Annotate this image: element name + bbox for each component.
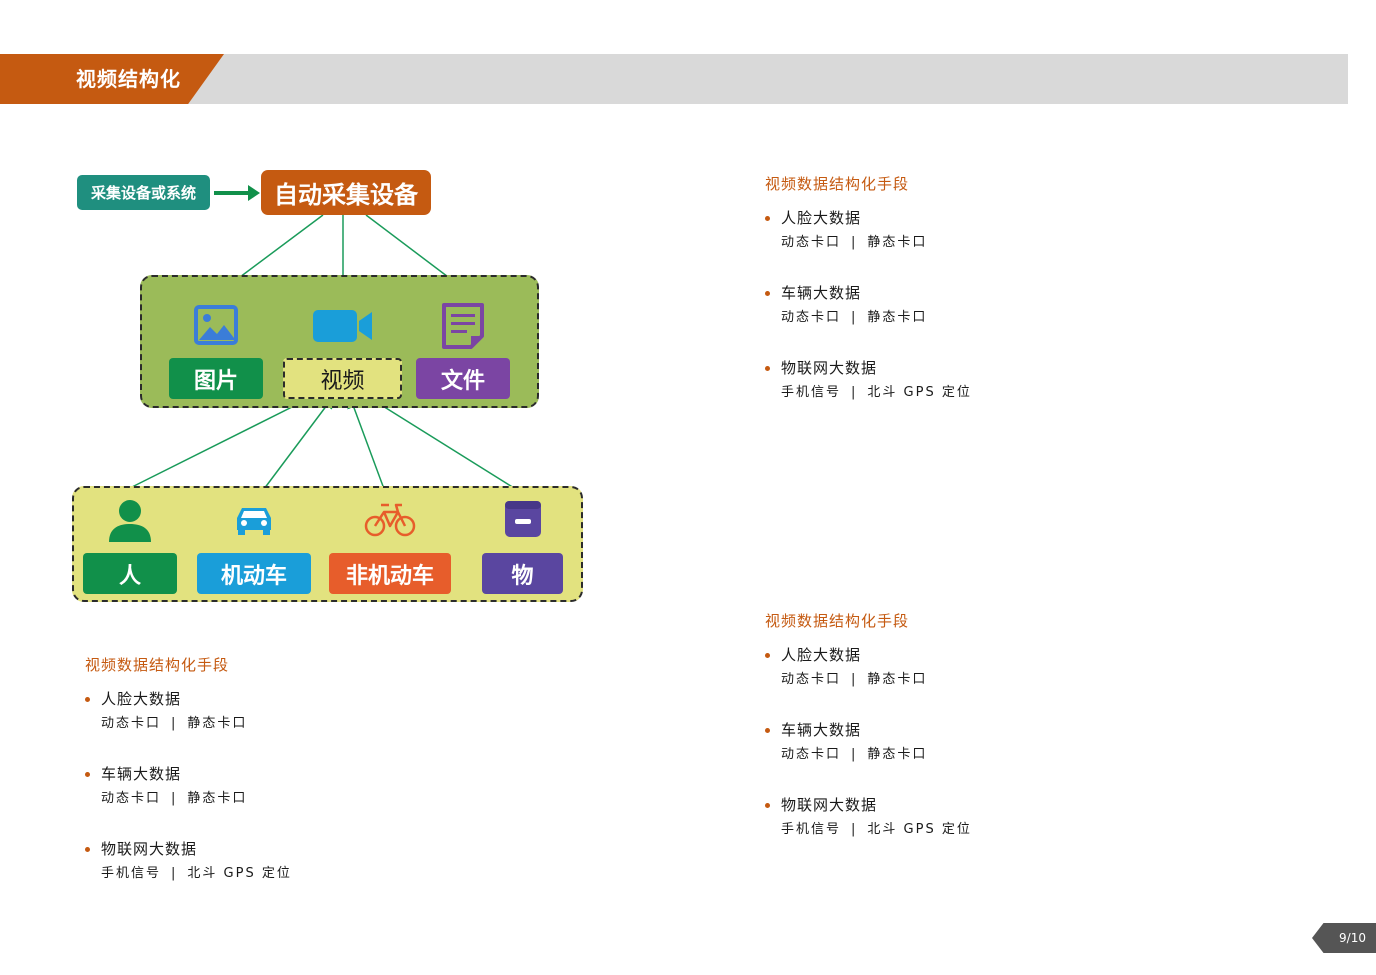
item-sub: 动态卡口 | 静态卡口 — [101, 790, 405, 808]
item-sub-a: 手机信号 — [781, 822, 842, 837]
header-tab — [0, 54, 224, 104]
item-sub: 动态卡口 | 静态卡口 — [101, 715, 405, 733]
item-sub-b: 静态卡口 — [867, 310, 928, 325]
item-title: 物联网大数据 — [781, 796, 878, 814]
item-sub-a: 动态卡口 — [781, 747, 842, 762]
label-thing: 物 — [482, 553, 563, 594]
video-camera-icon — [313, 310, 372, 342]
header-band — [0, 54, 1348, 104]
item-sub: 动态卡口 | 静态卡口 — [781, 309, 1085, 327]
item-sub-b: 北斗 GPS 定位 — [867, 822, 972, 837]
item-title: 人脸大数据 — [781, 646, 862, 664]
item-title: 车辆大数据 — [781, 721, 862, 739]
item-sub-b: 静态卡口 — [867, 235, 928, 250]
image-icon — [194, 305, 238, 345]
item-sub-separator: | — [171, 716, 178, 731]
box-icon — [505, 501, 541, 537]
list-item: 人脸大数据 动态卡口 | 静态卡口 — [85, 689, 405, 733]
list-item: 车辆大数据 动态卡口 | 静态卡口 — [85, 764, 405, 808]
arrow-nonmotor-to-video — [347, 394, 388, 498]
item-sub-separator: | — [851, 235, 858, 250]
label-video: 视频 — [283, 358, 402, 399]
arrow-thing-to-video — [359, 391, 523, 494]
item-sub-separator: | — [851, 672, 858, 687]
page-title: 视频结构化 — [76, 67, 181, 91]
list-item: 人脸大数据 动态卡口 | 静态卡口 — [765, 645, 1085, 689]
item-sub: 手机信号 | 北斗 GPS 定位 — [101, 865, 405, 883]
list-item: 物联网大数据 手机信号 | 北斗 GPS 定位 — [765, 795, 1085, 839]
item-sub-separator: | — [171, 791, 178, 806]
item-sub-a: 手机信号 — [101, 866, 162, 881]
person-icon — [109, 500, 151, 542]
item-title: 物联网大数据 — [781, 359, 878, 377]
list-item: 物联网大数据 手机信号 | 北斗 GPS 定位 — [85, 839, 405, 883]
item-sub-separator: | — [851, 822, 858, 837]
label-motor-vehicle: 机动车 — [197, 553, 311, 594]
list-item: 车辆大数据 动态卡口 | 静态卡口 — [765, 283, 1085, 327]
item-sub-a: 动态卡口 — [781, 672, 842, 687]
item-sub-a: 动态卡口 — [101, 716, 162, 731]
arrow-person-to-video — [129, 392, 321, 489]
item-title: 车辆大数据 — [101, 765, 182, 783]
item-title: 车辆大数据 — [781, 284, 862, 302]
arrow-motor-to-video — [257, 394, 335, 498]
item-sub-b: 静态卡口 — [867, 672, 928, 687]
item-sub-b: 静态卡口 — [187, 716, 248, 731]
page-number: 9/10 — [1312, 923, 1376, 953]
arrow-source-to-auto-head — [248, 185, 260, 201]
list-item: 人脸大数据 动态卡口 | 静态卡口 — [765, 208, 1085, 252]
item-sub: 动态卡口 | 静态卡口 — [781, 234, 1085, 252]
list-item: 车辆大数据 动态卡口 | 静态卡口 — [765, 720, 1085, 764]
item-sub-a: 手机信号 — [781, 385, 842, 400]
item-title: 人脸大数据 — [781, 209, 862, 227]
item-sub: 动态卡口 | 静态卡口 — [781, 746, 1085, 764]
item-sub: 手机信号 | 北斗 GPS 定位 — [781, 384, 1085, 402]
label-non-motor-vehicle: 非机动车 — [329, 553, 451, 594]
section-bottom-right: 视频数据结构化手段 人脸大数据 动态卡口 | 静态卡口 车辆大数据 动态卡口 | 静态卡… — [765, 611, 1085, 870]
item-sub: 手机信号 | 北斗 GPS 定位 — [781, 821, 1085, 839]
bicycle-icon — [364, 503, 416, 537]
list-item: 物联网大数据 手机信号 | 北斗 GPS 定位 — [765, 358, 1085, 402]
label-person: 人 — [83, 553, 177, 594]
section-bottom-left: 视频数据结构化手段 人脸大数据 动态卡口 | 静态卡口 车辆大数据 动态卡口 | 静态卡… — [85, 655, 405, 914]
item-sub: 动态卡口 | 静态卡口 — [781, 671, 1085, 689]
item-sub-b: 静态卡口 — [867, 747, 928, 762]
item-title: 物联网大数据 — [101, 840, 198, 858]
car-icon — [237, 508, 271, 535]
section-title: 视频数据结构化手段 — [765, 612, 910, 630]
section-top-right: 视频数据结构化手段 人脸大数据 动态卡口 | 静态卡口 车辆大数据 动态卡口 | 静态卡… — [765, 174, 1085, 433]
item-sub-a: 动态卡口 — [101, 791, 162, 806]
item-sub-b: 静态卡口 — [187, 791, 248, 806]
section-title: 视频数据结构化手段 — [85, 656, 230, 674]
document-icon — [442, 303, 484, 349]
section-title: 视频数据结构化手段 — [765, 175, 910, 193]
item-sub-b: 北斗 GPS 定位 — [867, 385, 972, 400]
auto-capture-box: 自动采集设备 — [261, 170, 431, 215]
item-sub-a: 动态卡口 — [781, 310, 842, 325]
item-sub-a: 动态卡口 — [781, 235, 842, 250]
item-sub-separator: | — [851, 747, 858, 762]
item-title: 人脸大数据 — [101, 690, 182, 708]
label-image: 图片 — [169, 358, 263, 399]
item-sub-separator: | — [171, 866, 178, 881]
item-sub-separator: | — [851, 385, 858, 400]
item-sub-b: 北斗 GPS 定位 — [187, 866, 292, 881]
item-sub-separator: | — [851, 310, 858, 325]
label-file: 文件 — [416, 358, 510, 399]
source-device-box: 采集设备或系统 — [77, 175, 210, 210]
